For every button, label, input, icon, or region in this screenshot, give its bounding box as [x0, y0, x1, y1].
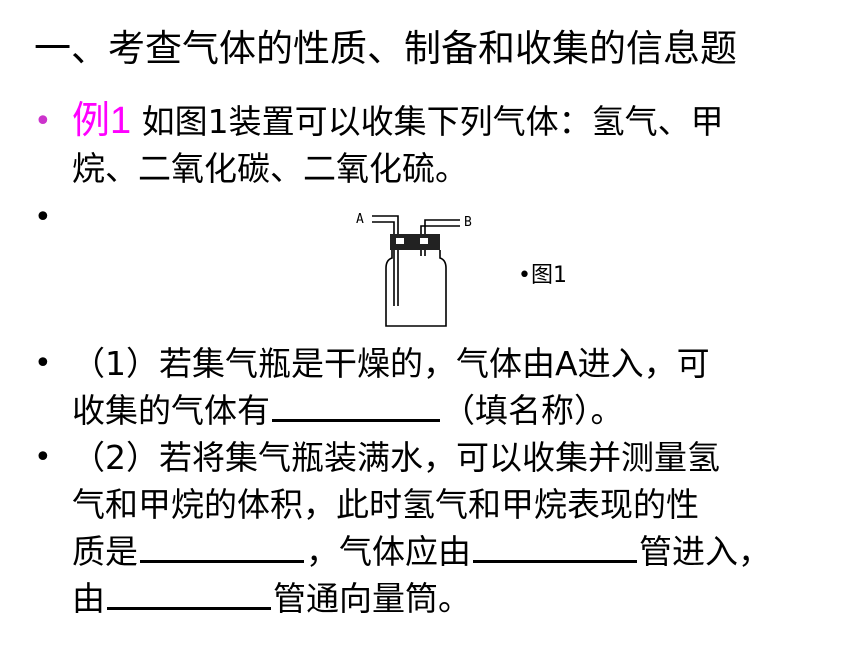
figure-caption: •图1 [518, 263, 567, 288]
q2-line4-a: 由 [72, 579, 105, 618]
question-2-text: （2）若将集气瓶装满水，可以收集并测量氢 气和甲烷的体积，此时氢气和甲烷表现的性… [72, 434, 842, 622]
label-a: A [356, 212, 364, 227]
answer-blank[interactable] [107, 577, 271, 610]
label-b: B [464, 215, 472, 230]
q1-line2-after: （填名称）。 [442, 391, 624, 430]
q2-line3-a: 质是 [72, 532, 138, 571]
q2-line1: （2）若将集气瓶装满水，可以收集并测量氢 [72, 438, 720, 477]
example-text: 例1 如图1装置可以收集下列气体：氢气、甲 烷、二氧化碳、二氧化硫。 [72, 98, 842, 192]
bullet-icon: • [34, 104, 52, 139]
example-line1: 如图1装置可以收集下列气体：氢气、甲 [141, 102, 724, 141]
gas-bottle-figure: A B [356, 212, 472, 327]
tube-a-inner [372, 221, 395, 306]
q2-line4-b: 管通向量筒。 [273, 579, 471, 618]
answer-blank[interactable] [272, 389, 440, 422]
q2-line2: 气和甲烷的体积，此时氢气和甲烷表现的性 [72, 485, 699, 524]
bullet-icon: • [34, 346, 52, 381]
question-1-text: （1）若集气瓶是干燥的，气体由A进入，可 收集的气体有 （填名称）。 [72, 340, 842, 434]
bullet-icon: • [34, 200, 52, 235]
example-line2: 烷、二氧化碳、二氧化硫。 [72, 149, 468, 188]
q2-line3-b: ，气体应由 [306, 532, 471, 571]
bullet-icon: • [34, 440, 52, 475]
answer-blank[interactable] [473, 530, 637, 563]
q2-line3-c: 管进入， [639, 532, 771, 571]
bottle-body [385, 250, 447, 327]
q1-line2-before: 收集的气体有 [72, 391, 270, 430]
example-label: 例1 [72, 100, 132, 142]
page-title: 一、考查气体的性质、制备和收集的信息题 [34, 27, 737, 70]
q1-line1: （1）若集气瓶是干燥的，气体由A进入，可 [72, 344, 710, 383]
tube-a [372, 215, 399, 306]
answer-blank[interactable] [140, 530, 304, 563]
